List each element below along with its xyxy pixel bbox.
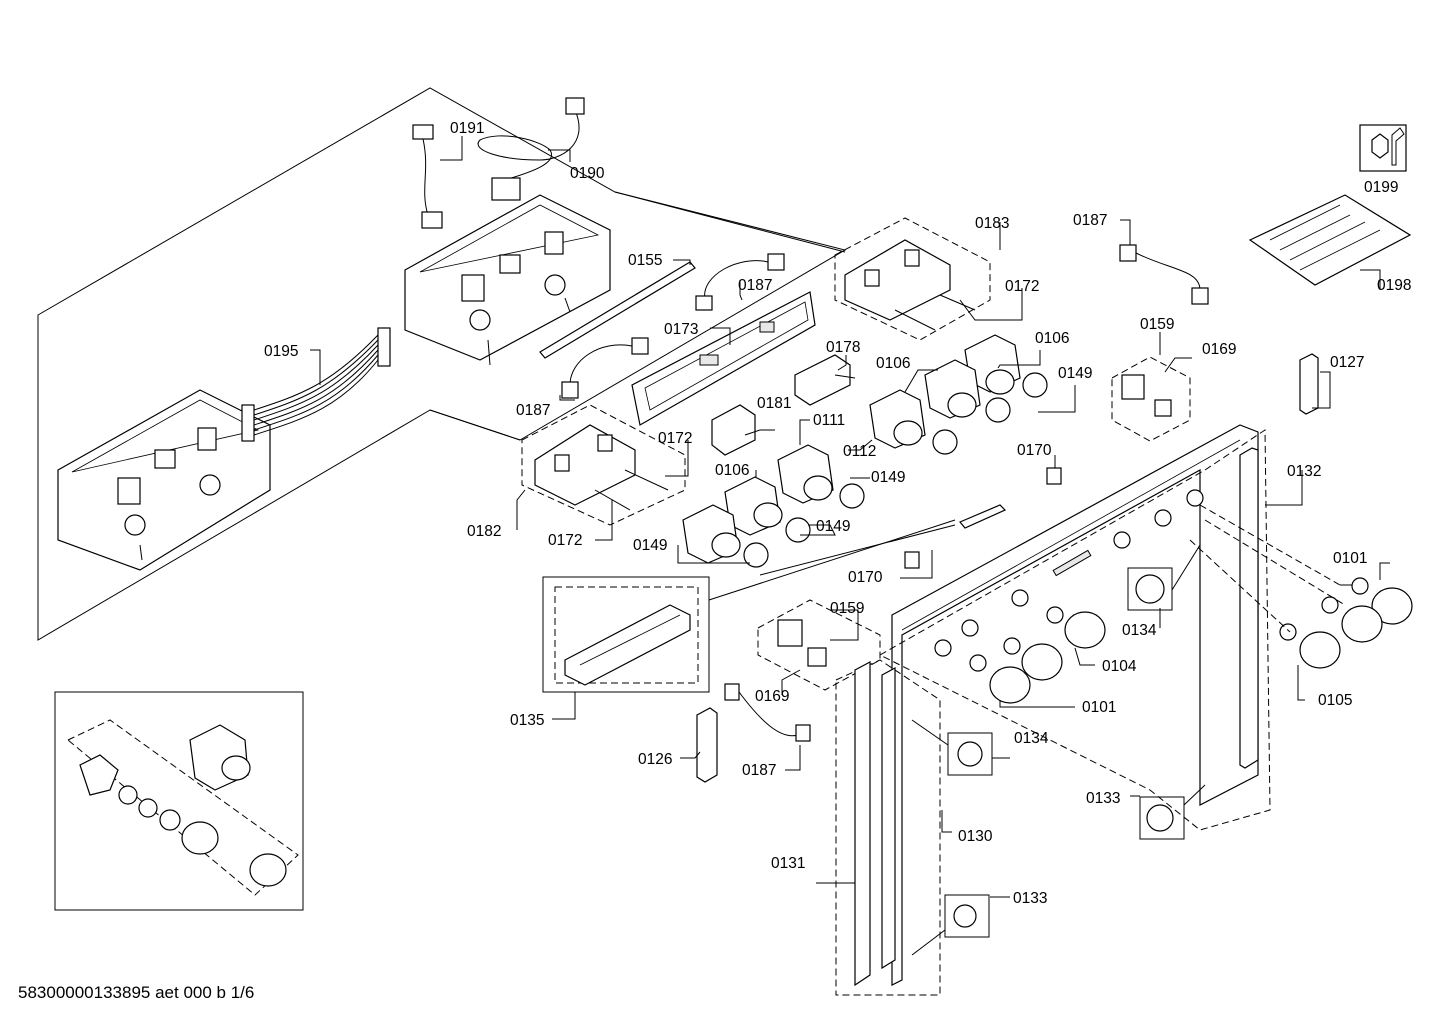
callout-0134-b: 0134 — [1014, 730, 1049, 747]
wire-harness-0191 — [412, 97, 585, 229]
callout-0106-b: 0106 — [876, 355, 910, 372]
callout-0170-a: 0170 — [1017, 442, 1052, 459]
screw-bag-icon — [1248, 194, 1412, 286]
cap-0134-upper — [1127, 544, 1201, 611]
callout-0198: 0198 — [1377, 277, 1411, 294]
side-strip-0130 — [1239, 447, 1259, 769]
rotary-switch-0106-upper — [964, 334, 1048, 398]
knob-0101-right2 — [1321, 596, 1383, 643]
ribbon-cable-0195 — [241, 327, 391, 442]
side-strip-0131 — [835, 659, 941, 996]
knob-projection-lines — [1189, 504, 1346, 633]
callout-0111: 0111 — [813, 412, 845, 429]
callout-0127: 0127 — [1330, 354, 1364, 371]
callout-0149-b: 0149 — [871, 469, 905, 486]
module-group-0159-upper — [1111, 356, 1191, 442]
control-panel-frame — [878, 424, 1271, 986]
callout-0187-b: 0187 — [516, 402, 550, 419]
clip-0170-upper — [1046, 467, 1062, 485]
callout-0187-c: 0187 — [1073, 212, 1107, 229]
control-module-upper — [404, 194, 611, 366]
callout-0106-a: 0106 — [1035, 330, 1069, 347]
callout-0131: 0131 — [771, 855, 805, 872]
callout-0149-d: 0149 — [633, 537, 667, 554]
callout-0105: 0105 — [1318, 692, 1352, 709]
callout-0104: 0104 — [1102, 658, 1137, 675]
cap-0133-right — [1139, 784, 1206, 840]
wire-0187-a — [695, 253, 785, 311]
wire-0187-b — [561, 337, 649, 399]
knob-0101-right — [1351, 577, 1413, 625]
knob-0104 — [1046, 606, 1106, 649]
control-module-lower — [57, 389, 271, 571]
knob-0101-left — [969, 654, 1031, 704]
connector-strip — [959, 504, 1007, 529]
callout-0195: 0195 — [264, 343, 298, 360]
wire-0187-c — [1119, 244, 1209, 305]
callout-0106-c: 0106 — [715, 462, 749, 479]
callout-0183: 0183 — [975, 215, 1009, 232]
callout-0173: 0173 — [664, 321, 698, 338]
knob-0105 — [1279, 623, 1341, 669]
bracket-0126 — [696, 707, 718, 783]
module-group-0182 — [521, 404, 686, 526]
callout-0126: 0126 — [638, 751, 672, 768]
callout-0134-a: 0134 — [1122, 622, 1157, 639]
callout-0191: 0191 — [450, 120, 484, 137]
callout-0172-c: 0172 — [548, 532, 582, 549]
callout-0133-a: 0133 — [1086, 790, 1120, 807]
document-footer: 58300000133895 aet 000 b 1/6 — [18, 983, 254, 1002]
callout-0149-a: 0149 — [1058, 365, 1092, 382]
callout-0172-b: 0172 — [658, 430, 692, 447]
callout-0182: 0182 — [467, 523, 501, 540]
callout-0159-a: 0159 — [1140, 316, 1174, 333]
callout-0190: 0190 — [570, 165, 605, 182]
callout-0101-b: 0101 — [1082, 699, 1116, 716]
callout-0112: 0112 — [843, 443, 876, 460]
rotary-switch-0106-mid — [924, 359, 1011, 423]
rotary-switch-0106-lower — [724, 476, 811, 543]
callout-0199: 0199 — [1364, 179, 1398, 196]
callout-0155: 0155 — [628, 252, 662, 269]
callout-0130: 0130 — [958, 828, 993, 845]
callout-0101-a: 0101 — [1333, 550, 1367, 567]
callout-0187-a: 0187 — [738, 277, 772, 294]
bracket-0155 — [539, 261, 696, 359]
callout-0172-a: 0172 — [1005, 278, 1039, 295]
callout-0178: 0178 — [826, 339, 860, 356]
display-board-0173 — [631, 291, 816, 426]
module-inset-frame — [37, 87, 847, 641]
callout-0149-c: 0149 — [816, 518, 850, 535]
cap-0134-lower — [911, 719, 993, 776]
inset-0135 — [542, 576, 710, 693]
leader-lines — [310, 136, 1390, 898]
cap-0133-lower — [911, 894, 990, 956]
knob-0101-mid — [1003, 637, 1063, 681]
callout-0159-b: 0159 — [830, 600, 864, 617]
bracket-0127 — [1299, 353, 1319, 415]
callout-0181: 0181 — [757, 395, 791, 412]
clip-0170-lower — [904, 551, 920, 569]
bracket-0181 — [711, 404, 756, 456]
wire-0187-d — [724, 683, 811, 742]
module-group-0159-lower — [757, 599, 881, 691]
rotary-switch-0111 — [777, 444, 865, 509]
assembly-detail-inset — [54, 691, 304, 911]
callout-0132: 0132 — [1287, 463, 1321, 480]
callout-0170-b: 0170 — [848, 569, 883, 586]
rotary-switch-0149-lower — [682, 504, 769, 568]
callout-0187-d: 0187 — [742, 762, 776, 779]
callout-labels: 0191 0190 0195 0155 0187 0173 0187 0183 … — [264, 120, 1411, 907]
callout-0169-a: 0169 — [1202, 341, 1236, 358]
callout-0133-b: 0133 — [1013, 890, 1047, 907]
switch-0178 — [794, 354, 856, 406]
rotary-switch-0112 — [869, 389, 958, 455]
callout-0169-b: 0169 — [755, 688, 789, 705]
tool-kit-icon — [1359, 124, 1407, 172]
callout-0135: 0135 — [510, 712, 544, 729]
module-group-0183 — [834, 217, 991, 341]
